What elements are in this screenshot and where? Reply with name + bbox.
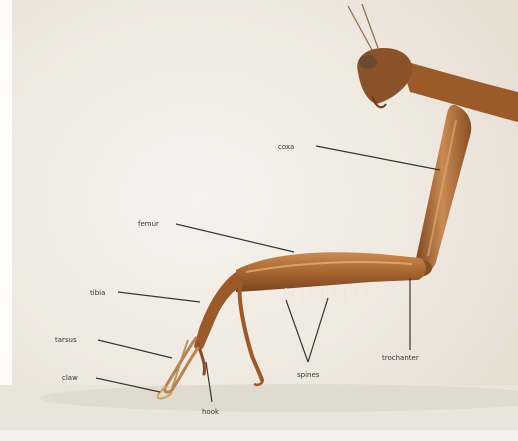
label-coxa: coxa xyxy=(278,143,294,151)
label-femur: femur xyxy=(138,220,159,228)
label-claw: claw xyxy=(62,374,78,382)
label-tibia: tibia xyxy=(90,289,105,297)
label-trochanter: trochanter xyxy=(382,354,419,362)
label-tarsus: tarsus xyxy=(55,336,77,344)
label-spines: spines xyxy=(297,371,320,379)
compound-eye xyxy=(359,55,377,69)
bottom-edge xyxy=(0,430,518,441)
label-hook: hook xyxy=(202,408,220,416)
white-border-left xyxy=(0,0,12,441)
